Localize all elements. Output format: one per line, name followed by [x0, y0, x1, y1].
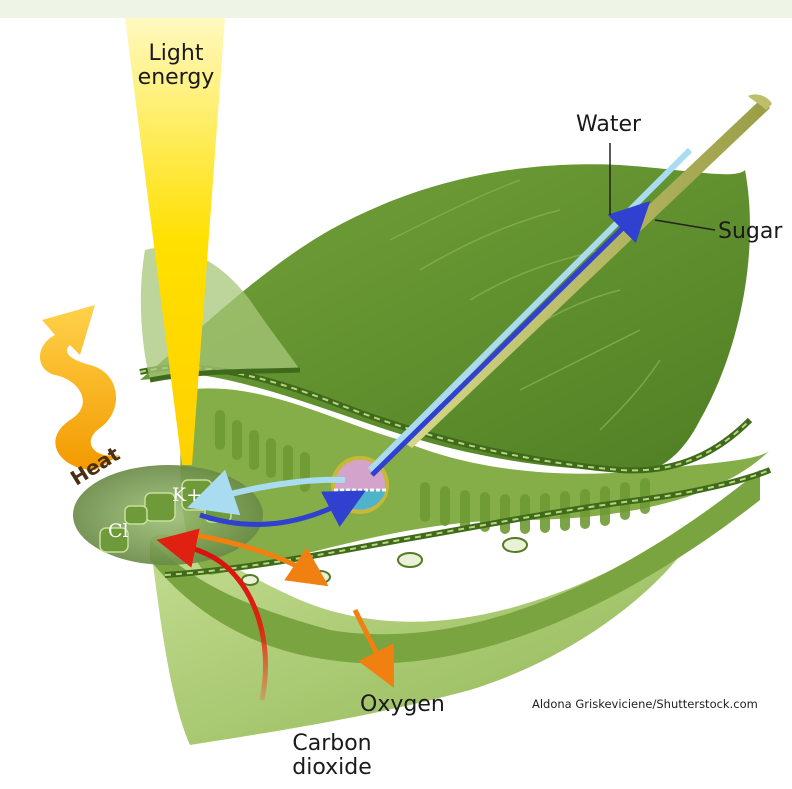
carbon-dioxide-label: Carbon dioxide — [282, 732, 382, 780]
oxygen-label: Oxygen — [360, 693, 445, 717]
light-label-line1: Light — [130, 42, 222, 66]
top-band — [0, 0, 792, 18]
chloride-ion-label: Cl — [108, 520, 129, 542]
image-credit: Aldona Griskeviciene/Shutterstock.com — [532, 697, 758, 711]
water-label: Water — [576, 113, 641, 137]
light-label-line2: energy — [130, 66, 222, 90]
co2-label-line2: dioxide — [282, 756, 382, 780]
light-energy-label: Light energy — [130, 42, 222, 90]
co2-label-line1: Carbon — [282, 732, 382, 756]
sugar-label: Sugar — [718, 220, 782, 244]
potassium-ion-label: K+ — [172, 484, 202, 506]
